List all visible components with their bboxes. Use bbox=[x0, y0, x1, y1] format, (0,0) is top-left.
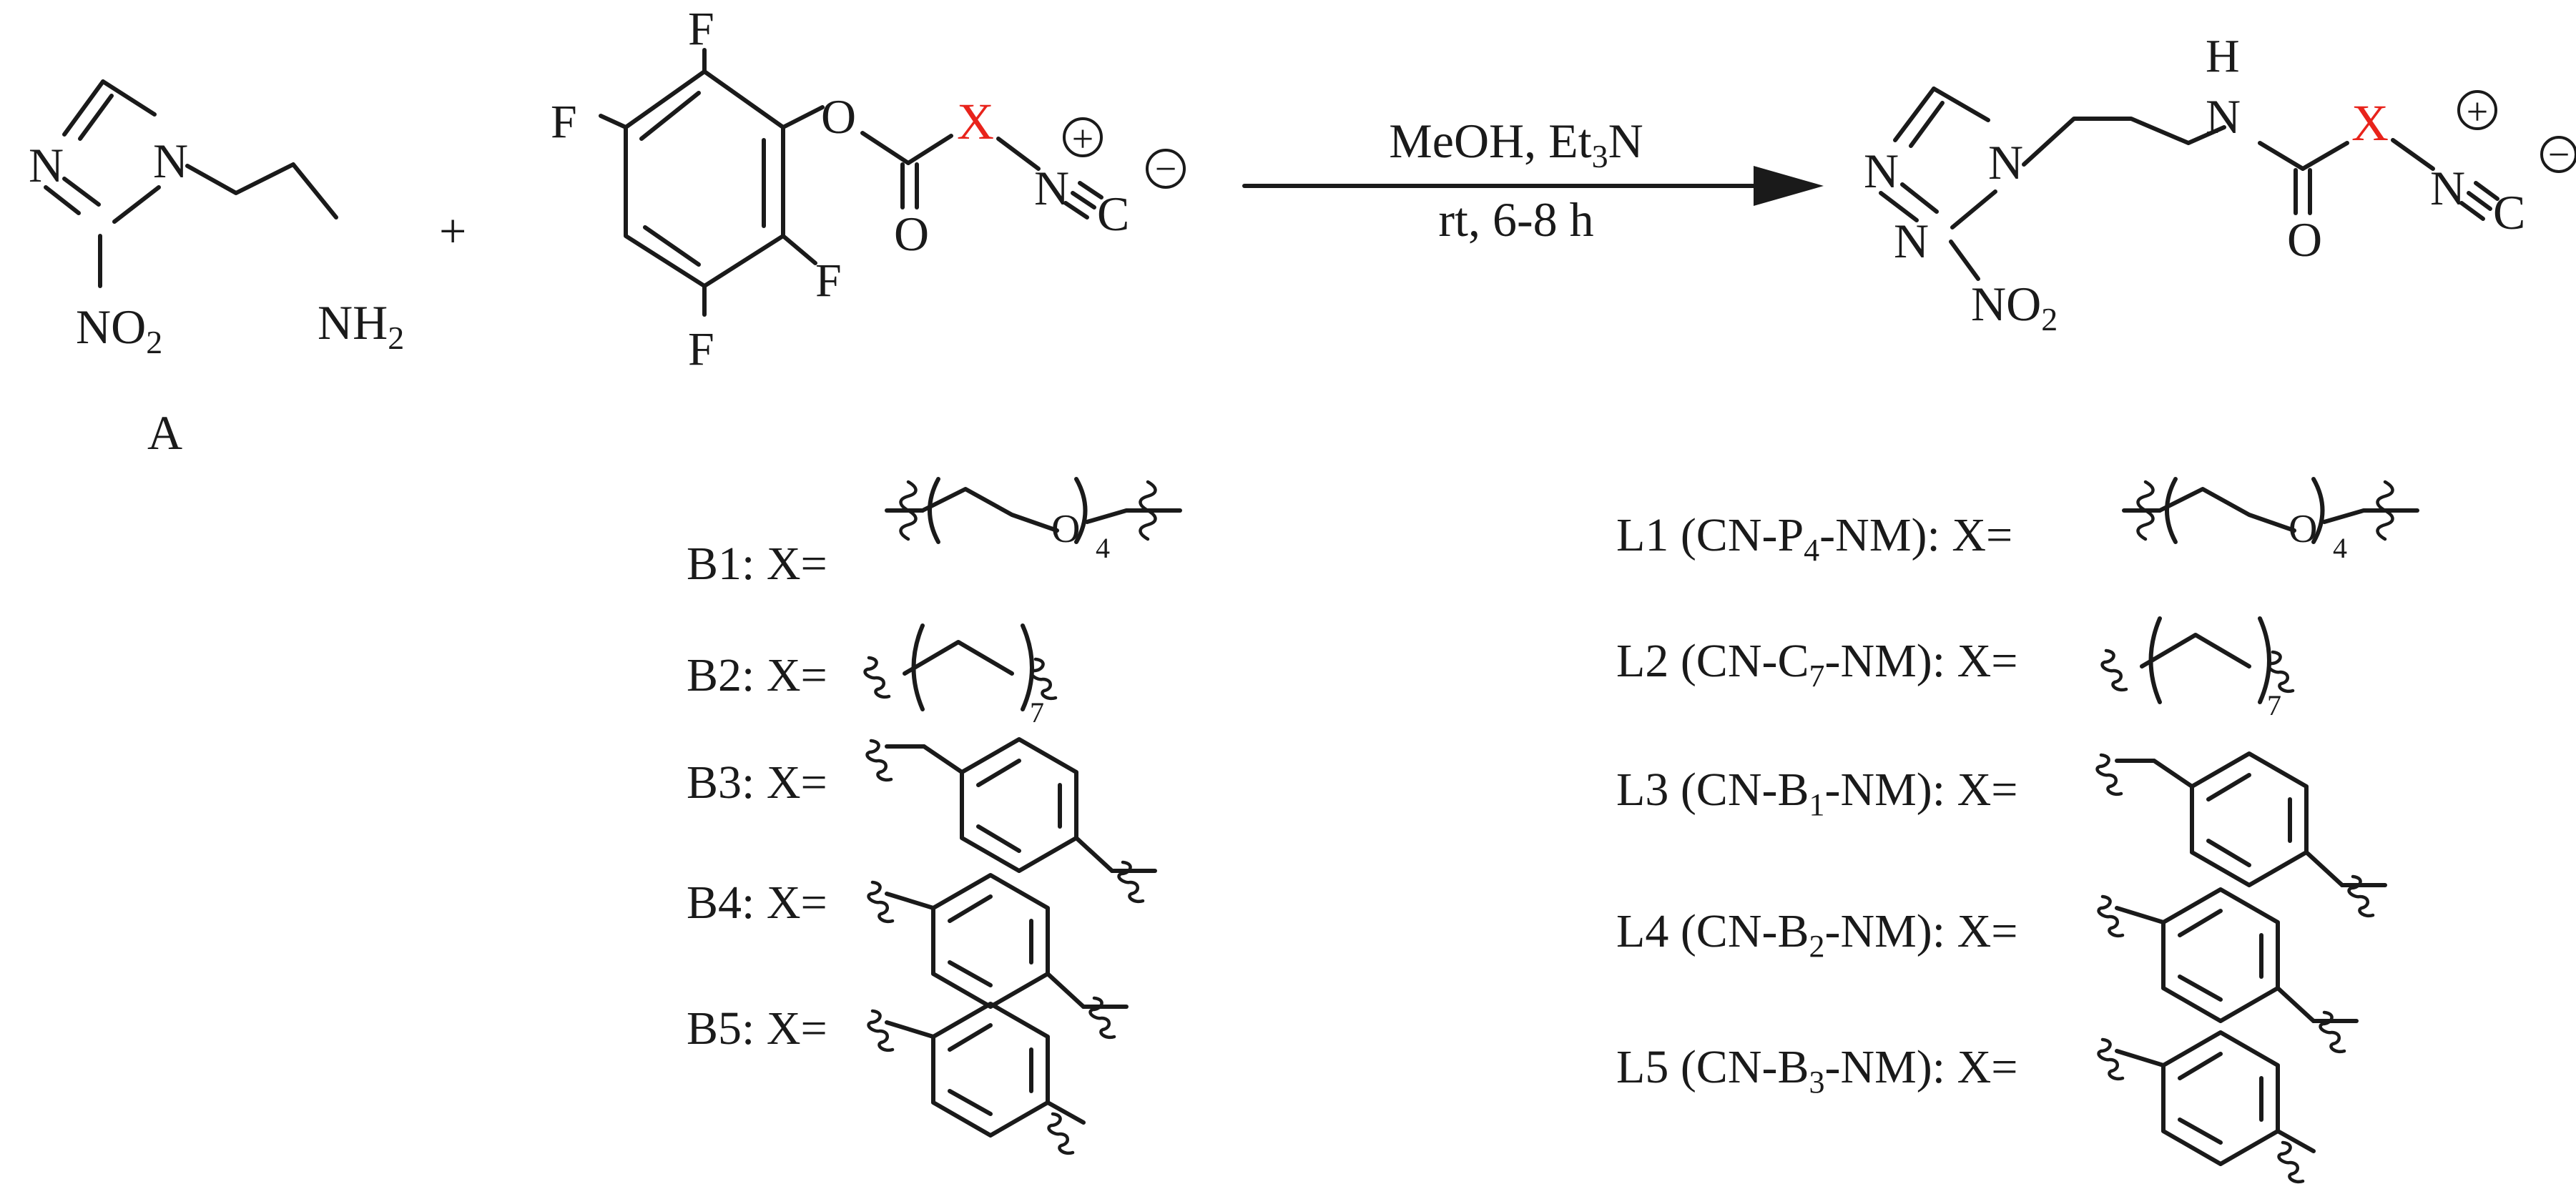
b-fluorine-4: F bbox=[688, 323, 714, 375]
b-isocyanide-c: C bbox=[1097, 187, 1129, 241]
reactant-a-amine: NH2 bbox=[318, 295, 404, 356]
b-fluorine-3: F bbox=[815, 255, 842, 307]
reactant-a-structure: N N NO2 NH2 bbox=[29, 79, 404, 360]
b5-label: B5: X= bbox=[687, 1002, 827, 1055]
l5-label: L5 (CN-B3-NM): X= bbox=[1616, 1041, 2018, 1100]
product-charge-minus: − bbox=[2548, 133, 2570, 176]
b5-phenylene-fragment bbox=[869, 1004, 1083, 1153]
plus-sign: + bbox=[439, 204, 466, 258]
b-charge-plus: + bbox=[1072, 117, 1093, 160]
b4-label: B4: X= bbox=[687, 877, 827, 929]
b-fluorine-1: F bbox=[688, 3, 714, 55]
b-isocyanide-n: N bbox=[1034, 161, 1069, 215]
l-series-list: L1 (CN-P4-NM): X= L2 (CN-C7-NM): X= L3 (… bbox=[1616, 479, 2417, 1182]
product-isocyanide-c: C bbox=[2493, 185, 2525, 240]
l1-peg-repeat: 4 bbox=[2333, 532, 2347, 564]
b-fluorine-2: F bbox=[551, 96, 577, 148]
l3-label: L3 (CN-B1-NM): X= bbox=[1616, 764, 2018, 822]
product-structure: N N N NO2 H N O X N C + − bbox=[1864, 30, 2576, 337]
b3-label: B3: X= bbox=[687, 756, 827, 809]
l2-alkyl-fragment: 7 bbox=[2103, 618, 2293, 721]
b-x-group: X bbox=[957, 93, 994, 150]
compound-label-a: A bbox=[147, 405, 182, 460]
l4-benzyl-aryl-fragment bbox=[2099, 889, 2356, 1052]
b2-label: B2: X= bbox=[687, 649, 827, 701]
reactant-b-structure: F F F F O O X N C + − bbox=[551, 3, 1186, 375]
l2-label: L2 (CN-C7-NM): X= bbox=[1616, 635, 2018, 694]
product-carbonyl-oxygen: O bbox=[2287, 212, 2322, 267]
b-charge-minus: − bbox=[1155, 147, 1176, 190]
b1-label: B1: X= bbox=[687, 538, 827, 590]
l1-peg-oxygen: O bbox=[2289, 507, 2317, 551]
b4-benzyl-aryl-fragment bbox=[869, 875, 1126, 1037]
l3-xylylene-fragment bbox=[2098, 754, 2385, 916]
l4-label: L4 (CN-B2-NM): X= bbox=[1616, 905, 2018, 964]
l1-peg-fragment: O 4 bbox=[2124, 479, 2417, 564]
b1-peg-repeat: 4 bbox=[1096, 532, 1110, 564]
product-isocyanide-n: N bbox=[2430, 161, 2465, 215]
b1-peg-fragment: O 4 bbox=[887, 479, 1180, 564]
b1-peg-oxygen: O bbox=[1051, 507, 1080, 551]
l1-label: L1 (CN-P4-NM): X= bbox=[1616, 509, 2012, 568]
reactant-a-ring-n: N bbox=[29, 138, 64, 192]
b-ester-oxygen: O bbox=[821, 89, 856, 144]
product-nitro: NO2 bbox=[1971, 277, 2058, 337]
conditions-line-2: rt, 6-8 h bbox=[1438, 192, 1593, 247]
product-amide-h: H bbox=[2206, 30, 2240, 82]
product-ring-n1: N bbox=[1988, 135, 2023, 189]
b-series-list: B1: X= B2: X= B3: X= B4: X= B5: X= O 4 7 bbox=[687, 479, 1180, 1153]
b2-alkyl-repeat: 7 bbox=[1030, 696, 1044, 729]
b-carbonyl-oxygen: O bbox=[894, 207, 929, 261]
product-ring-n: N bbox=[1864, 144, 1899, 198]
reactant-a-nitro: NO2 bbox=[76, 300, 162, 360]
reactant-a-ring-n1: N bbox=[153, 134, 188, 188]
product-charge-plus: + bbox=[2467, 90, 2488, 133]
l2-alkyl-repeat: 7 bbox=[2267, 689, 2281, 721]
b2-alkyl-fragment: 7 bbox=[865, 626, 1056, 729]
product-ring-n2: N bbox=[1894, 214, 1929, 268]
reaction-arrow bbox=[1242, 166, 1824, 206]
b3-xylylene-fragment bbox=[867, 739, 1155, 902]
l5-phenylene-fragment bbox=[2099, 1032, 2314, 1182]
product-amide-n: N bbox=[2206, 89, 2241, 144]
product-x-group: X bbox=[2351, 94, 2389, 152]
conditions-line-1: MeOH, Et3N bbox=[1389, 114, 1643, 174]
